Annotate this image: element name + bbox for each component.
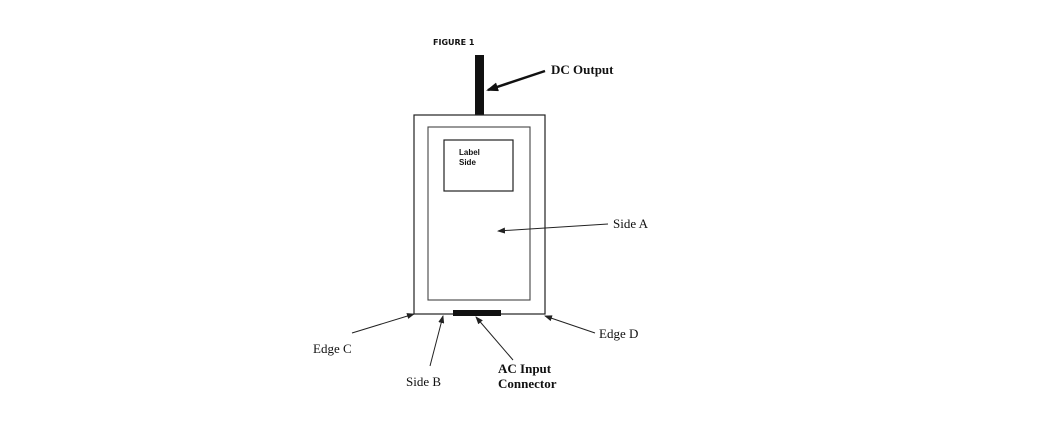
side-a-label: Side A	[613, 216, 649, 231]
ac-input-connector-bar	[453, 310, 501, 316]
label-side-box	[443, 139, 514, 192]
edge-d-label: Edge D	[599, 326, 638, 341]
dc-output-label: DC Output	[551, 62, 614, 77]
figure-title: FIGURE 1	[433, 38, 475, 47]
dc-output-bar	[475, 55, 484, 115]
side-b-label: Side B	[406, 374, 441, 389]
ac-input-arrow	[475, 316, 514, 361]
dc-output-arrow	[486, 69, 546, 92]
side-a-arrow	[497, 223, 609, 234]
ac-input-label-line2: Connector	[498, 376, 557, 391]
edge-c-label: Edge C	[313, 341, 352, 356]
edge-c-arrow	[351, 313, 415, 334]
side-b-arrow	[429, 315, 445, 367]
ac-input-label-line1: AC Input	[498, 361, 552, 376]
edge-d-arrow	[544, 315, 596, 334]
label-side-text-line1: Label	[459, 148, 480, 157]
label-side-text-line2: Side	[459, 158, 476, 167]
